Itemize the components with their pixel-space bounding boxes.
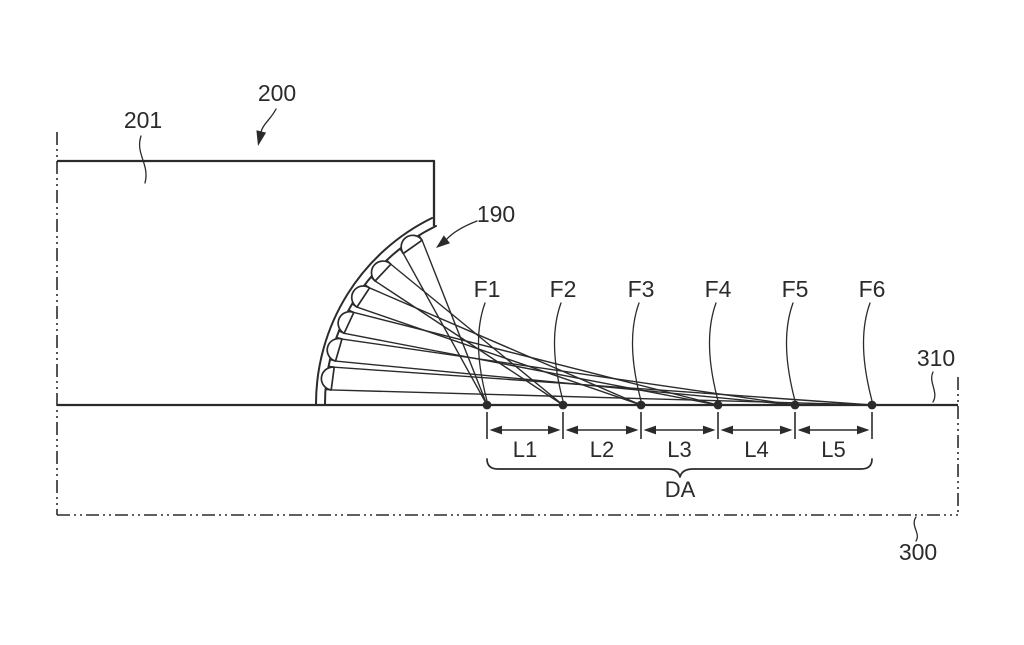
dim-arrowhead-right: [626, 425, 639, 435]
focal-label-F4: F4: [705, 276, 732, 302]
ray-to-F4: [343, 332, 719, 406]
leader-F5: [785, 302, 796, 402]
dim-arrowhead-right: [780, 425, 793, 435]
total-span-label: DA: [665, 477, 696, 502]
segment-label-L5: L5: [821, 437, 845, 462]
focal-label-F3: F3: [628, 276, 655, 302]
leader-310: [931, 371, 936, 403]
label-190: 190: [477, 201, 515, 227]
dim-arrowhead-left: [720, 425, 733, 435]
ray-to-F6: [331, 389, 873, 406]
ray-to-F4: [353, 311, 719, 406]
focal-point-dot-F6: [867, 400, 877, 410]
leader-F2: [553, 302, 564, 402]
lens-array-outer-arc: [315, 217, 433, 405]
leader-300: [913, 516, 918, 542]
segment-label-L4: L4: [744, 437, 768, 462]
top-body: [57, 159, 436, 226]
ray-to-F1: [402, 253, 488, 406]
focal-label-F6: F6: [859, 276, 886, 302]
lens-2: [370, 260, 392, 282]
leader-190: [445, 220, 478, 241]
dim-arrowhead-left: [565, 425, 578, 435]
segment-label-L3: L3: [667, 437, 691, 462]
segment-label-L1: L1: [513, 437, 537, 462]
label-300: 300: [899, 539, 937, 565]
focal-label-F2: F2: [550, 276, 577, 302]
phantom-outline: [56, 132, 959, 516]
focal-point-dot-F3: [636, 400, 646, 410]
dim-arrowhead-right: [857, 425, 870, 435]
arrowhead-200: [256, 130, 267, 146]
lens-6: [320, 366, 336, 391]
focal-label-F1: F1: [474, 276, 501, 302]
focal-label-F5: F5: [782, 276, 809, 302]
leader-F1: [477, 302, 488, 402]
dim-arrowhead-right: [548, 425, 561, 435]
dimension-annotations: L1 L2 L3 L4 L5: [486, 412, 873, 462]
arrowhead-190: [436, 235, 450, 248]
focal-point-dot-F1: [482, 400, 492, 410]
dim-arrowhead-left: [489, 425, 502, 435]
lens-1: [400, 234, 423, 255]
label-201: 201: [124, 107, 162, 133]
surface-310: [57, 400, 958, 410]
ray-to-F6: [334, 366, 873, 406]
reference-numerals: 201 200 190 310 300: [124, 80, 955, 565]
focal-point-dot-F4: [713, 400, 723, 410]
leader-F4: [708, 302, 719, 402]
ray-to-F3: [356, 306, 642, 406]
total-span-brace: DA: [486, 458, 873, 502]
lens-3: [350, 285, 371, 308]
leader-F3: [631, 302, 642, 402]
lens-array: [315, 217, 437, 405]
lens-4: [337, 310, 355, 335]
curly-brace: [486, 458, 873, 478]
dim-arrowhead-left: [797, 425, 810, 435]
lens-5: [326, 337, 343, 362]
leader-F6: [862, 302, 873, 402]
dim-arrowhead-right: [703, 425, 716, 435]
focal-point-dot-F5: [790, 400, 800, 410]
leader-200: [260, 108, 277, 133]
focal-point-dot-F2: [558, 400, 568, 410]
focal-point-labels: F1 F2 F3 F4 F5 F6: [474, 276, 886, 402]
leader-201: [139, 135, 147, 184]
dim-arrowhead-left: [643, 425, 656, 435]
ray-to-F2: [374, 280, 564, 406]
segment-label-L2: L2: [590, 437, 614, 462]
label-310: 310: [917, 345, 955, 371]
label-200: 200: [258, 80, 296, 106]
ray-to-F1: [421, 239, 488, 406]
